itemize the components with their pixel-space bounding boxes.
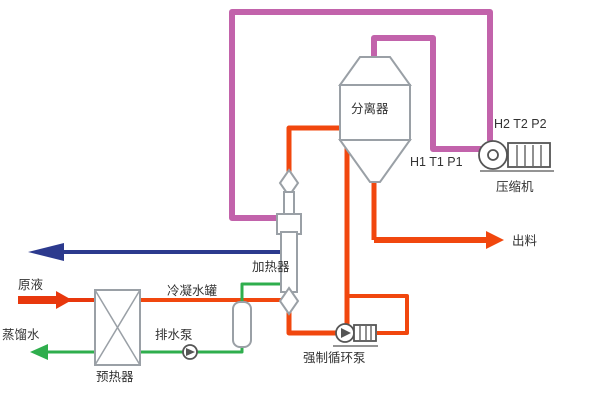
heater-neck xyxy=(283,191,295,217)
forced-circulation-pump-label: 强制循环泵 xyxy=(303,351,366,365)
heater-bottom-cap xyxy=(278,286,300,316)
heater-label: 加热器 xyxy=(252,260,290,274)
drain-pump-label: 排水泵 xyxy=(155,328,193,342)
drain-pump xyxy=(182,344,198,360)
feed-arrow xyxy=(56,291,72,309)
condensate-tank-label: 冷凝水罐 xyxy=(167,283,218,298)
circulation-pump-impeller xyxy=(341,328,351,338)
separator-vessel xyxy=(338,56,412,183)
pump-discharge-pipe xyxy=(286,311,345,336)
tank-outlet-pipe xyxy=(96,347,244,354)
forced-circulation-pump xyxy=(333,323,378,347)
preheater-exchanger xyxy=(94,289,141,366)
discharge-label: 出料 xyxy=(512,234,538,248)
distilled-water-label: 蒸馏水 xyxy=(2,327,40,342)
distillate-arrow xyxy=(30,344,48,360)
pump-bypass-pipe xyxy=(347,294,409,335)
motor-fins xyxy=(359,326,372,340)
vapor-pipe-compressor-to-heater xyxy=(229,9,493,221)
circulation-pipe-heater-to-separator xyxy=(286,125,341,178)
compressor-hub xyxy=(487,149,499,161)
preheater-cross-line xyxy=(94,289,141,366)
vapor-pipe-separator-to-compressor xyxy=(371,35,481,152)
compressor-motor xyxy=(507,142,551,168)
compressor xyxy=(478,140,554,172)
motor-fins xyxy=(516,145,542,166)
compressor-inlet-tags-label: H1 T1 P1 xyxy=(410,155,463,169)
circulation-pump-motor xyxy=(353,324,377,342)
condensate-tank xyxy=(232,301,252,348)
feed-label: 原液 xyxy=(18,277,44,292)
condensate-pipe xyxy=(240,282,283,303)
discharge-arrow xyxy=(486,231,504,249)
preheater-label: 预热器 xyxy=(96,370,134,384)
vacuum-arrow xyxy=(28,243,64,261)
heater-column xyxy=(276,168,302,316)
drain-pump-impeller xyxy=(186,348,195,356)
compressor-outlet-tags-label: H2 T2 P2 xyxy=(494,117,547,131)
separator-cone xyxy=(338,139,412,183)
compressor-label: 压缩机 xyxy=(496,179,534,194)
separator-top xyxy=(338,56,412,86)
separator-label: 分离器 xyxy=(351,101,389,116)
